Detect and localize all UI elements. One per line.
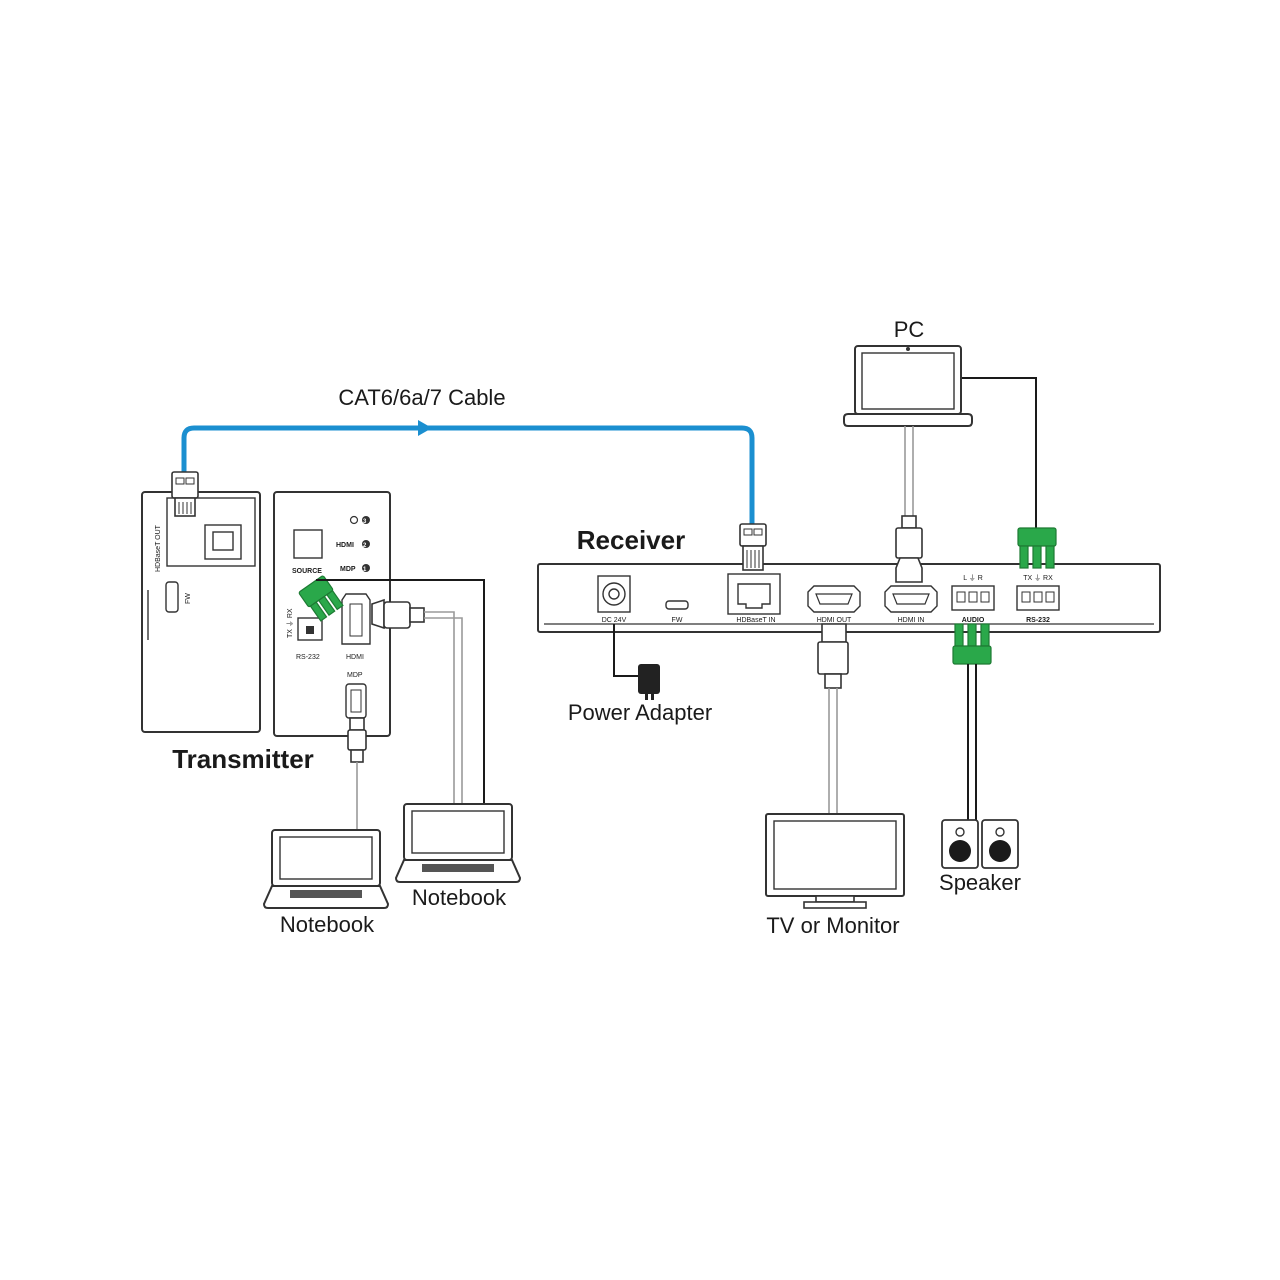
power-adapter-label: Power Adapter (568, 700, 712, 725)
transmitter-rs232-label: RS-232 (296, 654, 320, 661)
led-3-icon (362, 516, 370, 524)
pc-rs232-wire (962, 377, 1037, 528)
speaker-label: Speaker (939, 870, 1021, 895)
receiver-hdmi-in-label: HDMI IN (898, 617, 925, 624)
pc-hdmi-cable (895, 426, 923, 583)
transmitter-label: Transmitter (172, 744, 314, 774)
led-1-number: 1 (363, 567, 367, 573)
source-label: SOURCE (292, 568, 322, 575)
transmitter-hdbaset-out-label: HDBaseT OUT (155, 524, 162, 572)
cat-cable (181, 420, 755, 528)
mdp-led-icon (362, 564, 370, 572)
tv-hdmi-cable (817, 623, 849, 814)
receiver-rs232-pins: TX ⏚ RX (1023, 574, 1053, 582)
transmitter-hdmi-label: HDMI (346, 654, 364, 661)
receiver-label: Receiver (577, 525, 685, 555)
cable-direction-arrow (418, 420, 432, 436)
transmitter-mdp-cable (347, 717, 367, 832)
led-3-number: 3 (363, 519, 367, 525)
receiver-audio-connector (952, 623, 992, 665)
hdmi-led-icon (362, 540, 370, 548)
transmitter-hdmi-cable (316, 579, 485, 806)
speaker-right-icon (981, 819, 1019, 869)
tv-monitor-icon (765, 813, 905, 909)
receiver-device: DC 24V FW HDBaseT IN HDMI OUT HDMI IN L … (537, 563, 1161, 633)
cable-label: CAT6/6a/7 Cable (338, 385, 505, 410)
notebook-right-icon (394, 803, 522, 883)
power-led-icon (349, 515, 359, 525)
speaker-left-icon (941, 819, 979, 869)
transmitter-fw-port (165, 581, 179, 613)
notebook-left-icon (262, 829, 390, 909)
mdp-led-label: MDP (340, 566, 356, 573)
led-2-number: 2 (363, 543, 367, 549)
receiver-dc-label: DC 24V (602, 617, 627, 624)
pc-laptop-icon (843, 345, 973, 427)
receiver-rj45-plug (739, 523, 767, 571)
source-button[interactable] (293, 529, 323, 559)
notebook-right-label: Notebook (412, 885, 507, 910)
transmitter-device: HDBaseT OUT FW SOURCE 3 HDMI 2 MDP 1 TX … (141, 491, 391, 737)
receiver-audio-label: AUDIO (962, 617, 985, 624)
receiver-rs232-connector (1017, 527, 1057, 569)
transmitter-rs232-pins: TX ⏚ RX (286, 608, 294, 638)
transmitter-mdp-label: MDP (347, 672, 363, 679)
power-adapter-cable (613, 624, 660, 700)
receiver-audio-pins: L ⏚ R (963, 574, 983, 582)
receiver-hdmi-out-label: HDMI OUT (817, 617, 852, 624)
receiver-rs232-label: RS-232 (1026, 617, 1050, 624)
receiver-fw-label: FW (672, 617, 683, 624)
receiver-hdbaset-in-label: HDBaseT IN (736, 617, 775, 624)
receiver-fw-port (665, 600, 689, 610)
transmitter-rj45-plug (171, 471, 199, 517)
pc-label: PC (894, 317, 925, 342)
transmitter-rs232-connector (298, 575, 344, 622)
tv-monitor-label: TV or Monitor (766, 913, 899, 938)
transmitter-fw-label: FW (185, 593, 192, 604)
notebook-left-label: Notebook (280, 912, 375, 937)
hdmi-led-label: HDMI (336, 542, 354, 549)
